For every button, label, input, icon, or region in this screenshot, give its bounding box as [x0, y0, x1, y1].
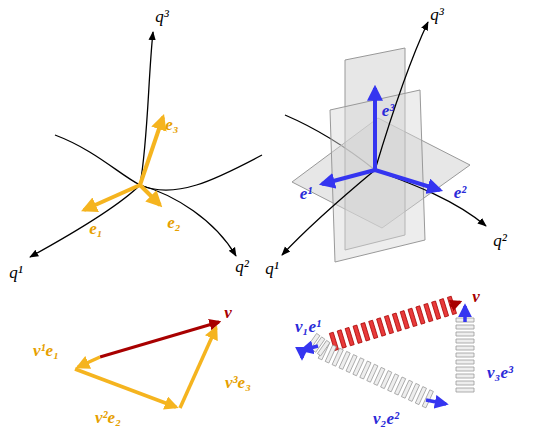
level-surface [392, 313, 401, 331]
math-label: v₃e³ [487, 364, 513, 381]
level-surface [440, 299, 449, 317]
level-surface [369, 320, 378, 338]
math-label: e₃ [165, 116, 178, 133]
contravariant-panel [282, 22, 486, 262]
level-surface [456, 325, 474, 329]
level-surface [377, 318, 386, 336]
level-surface [317, 340, 330, 355]
math-label: v³e₃ [225, 374, 251, 391]
level-surface [456, 339, 474, 343]
math-label: v¹e₁ [33, 342, 59, 359]
component-arrow [302, 346, 318, 350]
math-label: q² [235, 258, 249, 275]
level-surface [361, 323, 370, 341]
level-surface [456, 353, 474, 357]
level-surface [456, 374, 474, 378]
math-label: e² [454, 184, 467, 201]
math-label: v₁e¹ [295, 318, 321, 335]
level-surface [456, 332, 474, 336]
basis-arrow [84, 185, 140, 210]
basis-arrow [140, 117, 163, 185]
q1-curve [30, 185, 140, 257]
level-surface [384, 315, 393, 333]
level-surface [416, 306, 425, 324]
math-label: q² [493, 232, 507, 249]
covariant-panel [30, 32, 262, 257]
dual-basis [322, 88, 440, 190]
math-label: v²e₂ [95, 409, 121, 426]
q3-curve [375, 22, 428, 170]
math-label: e₂ [167, 214, 180, 231]
math-label: e³ [382, 102, 395, 119]
coordinate-surface [330, 90, 425, 262]
component-arrow [450, 302, 460, 306]
vector-label: v [224, 304, 232, 321]
level-surface [337, 330, 346, 348]
component-arrow [463, 306, 467, 322]
level-surface [345, 327, 354, 345]
q1-curve [282, 170, 375, 255]
level-surface [456, 360, 474, 364]
level-surface [432, 301, 441, 319]
component-arrow [78, 357, 100, 367]
math-label: q¹ [265, 260, 279, 277]
level-surface [456, 367, 474, 371]
math-label: q³ [155, 8, 169, 25]
component-arrow [180, 328, 216, 408]
level-surface [400, 311, 409, 329]
component-arrow [75, 369, 176, 407]
math-label: q¹ [9, 264, 23, 281]
level-surface [456, 388, 474, 392]
basis-arrow [373, 88, 377, 170]
covariant-basis [84, 117, 163, 210]
basis-arrow [322, 170, 375, 184]
level-surface [456, 346, 474, 350]
math-label: v₂e² [373, 410, 399, 427]
level-surface [424, 303, 433, 321]
q2-curve [140, 185, 236, 256]
math-label: q³ [430, 6, 444, 23]
level-surface [408, 308, 417, 326]
basis-arrow [140, 185, 160, 205]
vector-arrow [100, 322, 219, 357]
component-arrow [426, 400, 446, 404]
covariant-sum [75, 322, 219, 408]
q2-curve [375, 170, 486, 226]
coordinate-curve [55, 135, 262, 190]
contravariant-sum [302, 296, 474, 408]
level-surface [456, 381, 474, 385]
math-label: e¹ [300, 185, 313, 202]
level-surface [353, 325, 362, 343]
component-arrow [300, 350, 304, 358]
basis-arrow [375, 170, 440, 190]
vector-label: v [472, 288, 480, 305]
math-label: e₁ [89, 220, 102, 237]
